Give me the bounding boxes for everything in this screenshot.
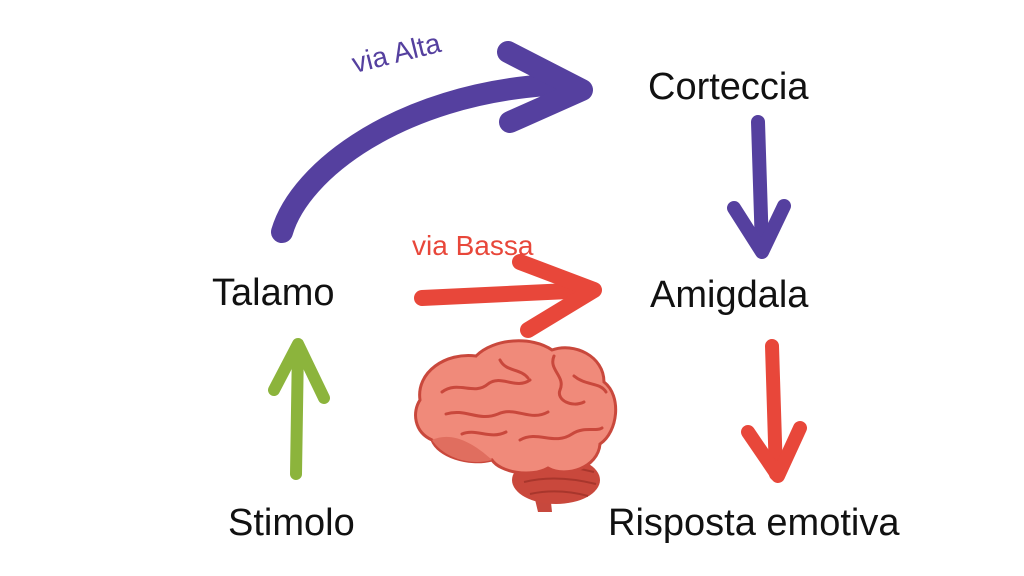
brain-icon — [414, 339, 618, 512]
cortex-to-amygdala-arrow — [727, 115, 791, 259]
node-corteccia: Corteccia — [648, 66, 809, 108]
low-path-label: via Bassa — [412, 230, 534, 261]
amygdala-to-response-arrow — [741, 339, 807, 483]
node-risposta-emotiva: Risposta emotiva — [608, 502, 900, 544]
low-path-arrow — [414, 254, 602, 338]
stimulus-to-thalamus-arrow — [268, 338, 330, 480]
node-talamo: Talamo — [212, 272, 335, 314]
node-stimolo: Stimolo — [228, 502, 355, 544]
node-amigdala: Amigdala — [650, 274, 809, 316]
high-path-arrow — [271, 41, 593, 243]
